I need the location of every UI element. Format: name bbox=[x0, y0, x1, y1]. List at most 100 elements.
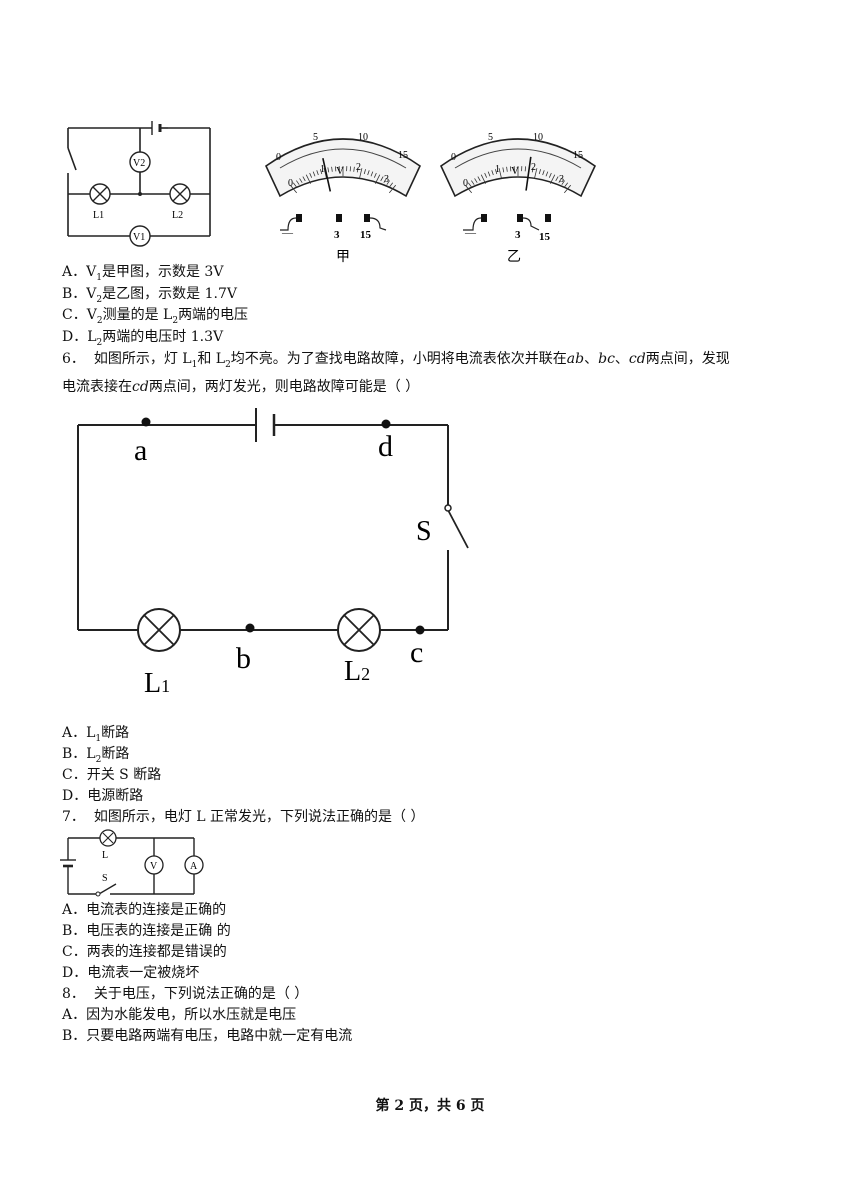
meter-tick bbox=[477, 176, 481, 182]
meter-tick bbox=[353, 166, 355, 172]
meter-tick bbox=[558, 178, 562, 183]
meter-tick bbox=[555, 176, 559, 182]
jia-bot-3: 3 bbox=[384, 174, 389, 185]
q7-ammeter bbox=[184, 855, 204, 875]
jia-bot-2: 2 bbox=[356, 162, 361, 173]
yi-term-neg: — bbox=[464, 227, 477, 239]
q6-label-d: d bbox=[378, 430, 393, 463]
meter-tick bbox=[388, 184, 397, 194]
meter-tick bbox=[506, 166, 508, 172]
meter-tick bbox=[467, 182, 472, 188]
yi-bot-2: 2 bbox=[531, 162, 536, 173]
meter-tick bbox=[289, 184, 298, 194]
q8-option-b: B．只要电路两端有电压，电路中就一定有电流 bbox=[62, 1028, 353, 1044]
meter-tick bbox=[327, 167, 330, 173]
meter-tick bbox=[534, 168, 538, 179]
q6-node-a bbox=[141, 417, 151, 427]
q6-label-s: S bbox=[416, 516, 432, 547]
jia-top-5: 5 bbox=[313, 132, 318, 143]
meter-tick bbox=[305, 174, 312, 184]
q5-v2-meter bbox=[129, 151, 151, 173]
q7-option-b: B．电压表的连接是正确 的 bbox=[62, 923, 231, 939]
meter-tick bbox=[545, 171, 549, 177]
meter-tick bbox=[498, 168, 502, 179]
q6-node-c bbox=[415, 625, 425, 635]
q7-label-a: A bbox=[190, 861, 198, 872]
yi-bot-0: 0 bbox=[463, 178, 468, 189]
yi-bot-3: 3 bbox=[559, 174, 564, 185]
q5-option-b: B．V2是乙图，示数是 1.7V bbox=[62, 286, 237, 305]
jia-needle bbox=[322, 158, 332, 192]
q7-circuit-diagram: L V A S bbox=[60, 829, 204, 897]
yi-top-0: 0 bbox=[451, 152, 456, 163]
jia-bot-0: 0 bbox=[288, 178, 293, 189]
q7-option-d: D．电流表一定被烧坏 bbox=[62, 965, 200, 981]
q5-meter-yi: 0 5 10 15 0 1 2 3 V — 3 15 乙 bbox=[439, 132, 597, 265]
meter-tick bbox=[363, 169, 366, 175]
page-total: 6 bbox=[455, 1098, 466, 1114]
meter-tick bbox=[309, 172, 313, 178]
meter-tick bbox=[292, 182, 297, 188]
meter-tick bbox=[373, 172, 377, 178]
q8-question: 8． 关于电压，下列说法正确的是（ ） bbox=[62, 986, 309, 1002]
meter-tick bbox=[380, 176, 384, 182]
meter-tick bbox=[312, 171, 316, 177]
meter-tick bbox=[471, 180, 475, 185]
meter-tick bbox=[484, 172, 488, 178]
jia-caption: 甲 bbox=[336, 250, 350, 265]
q5-circuit-diagram: V2 V1 L1 L2 bbox=[67, 121, 211, 247]
q5-option-a: A．V1是甲图，示数是 3V bbox=[62, 264, 224, 283]
meter-tick bbox=[495, 169, 498, 175]
meter-tick bbox=[531, 167, 534, 173]
q6-option-a: A．L1断路 bbox=[62, 725, 130, 744]
meter-tick bbox=[323, 168, 327, 179]
meter-tick bbox=[561, 180, 565, 185]
q5-v2-label: V2 bbox=[133, 158, 145, 169]
yi-term-15: 15 bbox=[539, 231, 551, 243]
meter-tick bbox=[356, 167, 359, 173]
q6-label-l2: L2 bbox=[344, 656, 370, 687]
meter-tick bbox=[370, 171, 374, 177]
meter-tick bbox=[548, 172, 552, 178]
q8-option-a: A．因为水能发电，所以水压就是电压 bbox=[62, 1007, 297, 1023]
page-footer: 第 2 页，共 6 页 bbox=[375, 1098, 485, 1114]
jia-top-10: 10 bbox=[358, 132, 368, 143]
q6-label-b: b bbox=[236, 642, 251, 675]
page-number: 2 bbox=[394, 1098, 405, 1114]
meter-tick bbox=[502, 167, 505, 173]
q7-label-s: S bbox=[102, 873, 108, 884]
meter-tick bbox=[474, 178, 478, 183]
jia-bot-1: 1 bbox=[320, 164, 325, 175]
yi-bot-1: 1 bbox=[495, 164, 500, 175]
q7-option-a: A．电流表的连接是正确的 bbox=[62, 902, 227, 918]
meter-tick bbox=[491, 170, 494, 176]
yi-caption: 乙 bbox=[507, 249, 521, 265]
q5-option-d: D．L2两端的电压时 1.3V bbox=[62, 329, 224, 348]
meter-tick bbox=[296, 180, 300, 185]
jia-term-3: 3 bbox=[334, 229, 340, 241]
meter-tick bbox=[320, 169, 323, 175]
meter-tick bbox=[480, 174, 487, 184]
jia-unit: V bbox=[336, 165, 344, 177]
q5-v1-meter bbox=[129, 225, 151, 247]
q7-label-v: V bbox=[150, 861, 158, 872]
meter-tick bbox=[487, 171, 491, 177]
meter-tick bbox=[549, 174, 556, 184]
jia-top-0: 0 bbox=[276, 152, 281, 163]
meter-tick bbox=[331, 166, 333, 172]
q6-option-b: B．L2断路 bbox=[62, 746, 130, 765]
q6-label-c: c bbox=[410, 636, 423, 669]
meter-tick bbox=[386, 180, 390, 185]
yi-needle bbox=[525, 156, 532, 191]
meter-tick bbox=[564, 182, 569, 188]
yi-top-10: 10 bbox=[533, 132, 543, 143]
meter-tick bbox=[316, 170, 319, 176]
q6-question: 6． 如图所示，灯 L1和 L2均不亮。为了查找电路故障，小明将电流表依次并联在… bbox=[62, 351, 730, 395]
meter-tick bbox=[542, 170, 545, 176]
meter-tick bbox=[367, 170, 370, 176]
meter-tick bbox=[563, 184, 572, 194]
yi-unit: V bbox=[511, 165, 519, 177]
q5-l2-label: L2 bbox=[172, 210, 183, 221]
q6-option-d: D．电源断路 bbox=[62, 788, 144, 804]
jia-term-neg: — bbox=[281, 227, 294, 239]
